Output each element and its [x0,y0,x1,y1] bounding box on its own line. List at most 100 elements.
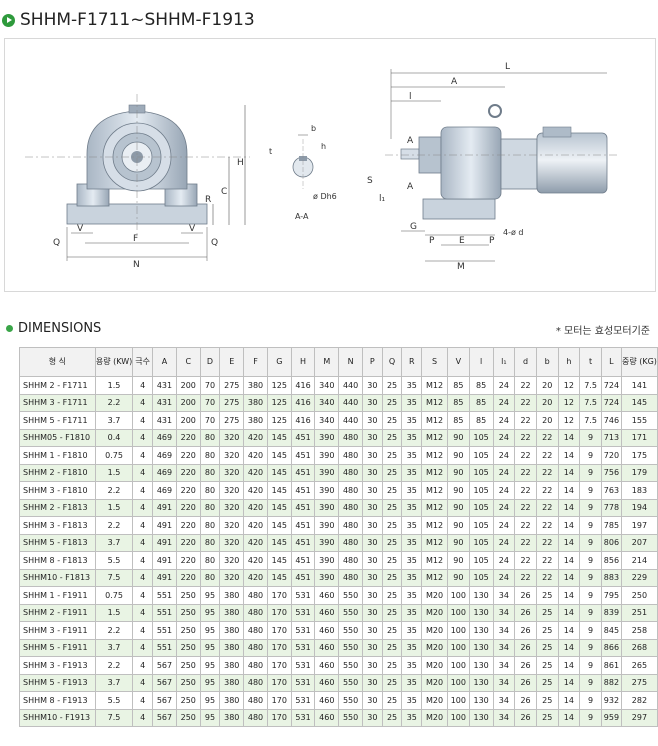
value-cell: 258 [620,621,658,640]
value-cell: 460 [314,638,340,657]
value-cell: 100 [446,586,470,605]
value-cell: M12 [421,533,448,552]
value-cell: 35 [401,481,423,500]
value-cell: 125 [266,376,292,395]
value-cell: 30 [361,551,383,570]
value-cell: 125 [266,393,292,412]
value-cell: 9 [579,708,602,727]
value-cell: 14 [557,568,581,587]
value-cell: 380 [219,673,245,692]
value-cell: 22 [535,446,559,465]
value-cell: 320 [219,551,245,570]
value-cell: 25 [535,691,559,710]
model-cell: SHHM 5 - F1913 [19,673,96,692]
value-cell: 80 [199,498,221,517]
section-label-b: b [311,124,316,133]
model-cell: SHHM 3 - F1913 [19,656,96,675]
dim-label-Q-right: Q [211,238,218,248]
value-cell: 170 [266,638,292,657]
value-cell: 451 [290,428,316,447]
value-cell: 175 [620,446,658,465]
value-cell: 105 [468,463,494,482]
value-cell: 480 [338,446,363,465]
value-cell: 4 [132,708,154,727]
value-cell: 9 [579,603,602,622]
value-cell: 1.5 [94,603,134,622]
value-cell: 90 [446,481,470,500]
side-label-M: M [457,262,465,272]
value-cell: 26 [514,691,537,710]
model-cell: SHHM 8 - F1913 [19,691,96,710]
value-cell: M12 [421,376,448,395]
value-cell: 5.5 [94,551,134,570]
value-cell: M12 [421,568,448,587]
value-cell: 320 [219,428,245,447]
value-cell: 25 [381,411,403,430]
value-cell: 25 [381,481,403,500]
value-cell: 720 [600,446,622,465]
value-cell: 80 [199,446,221,465]
value-cell: 22 [514,551,537,570]
value-cell: 9 [579,568,602,587]
value-cell: 7.5 [94,708,134,727]
column-header: 용량 (KW) [94,347,134,377]
side-label-P-right: P [489,236,495,246]
value-cell: 20 [535,393,559,412]
value-cell: 431 [152,376,177,395]
side-label-A-top: A [451,77,458,87]
value-cell: 551 [152,638,177,657]
value-cell: 100 [446,656,470,675]
dim-label-V-right: V [189,224,196,234]
value-cell: 550 [338,586,363,605]
value-cell: 95 [199,708,221,727]
value-cell: 390 [314,481,340,500]
value-cell: 100 [446,638,470,657]
value-cell: 380 [243,376,268,395]
value-cell: 85 [446,393,470,412]
value-cell: 724 [600,376,622,395]
value-cell: 30 [361,463,383,482]
value-cell: 95 [199,603,221,622]
value-cell: 25 [381,586,403,605]
value-cell: 80 [199,463,221,482]
value-cell: 250 [620,586,658,605]
value-cell: 170 [266,708,292,727]
value-cell: 390 [314,568,340,587]
value-cell: 170 [266,603,292,622]
value-cell: 380 [219,621,245,640]
value-cell: 491 [152,498,177,517]
value-cell: 30 [361,673,383,692]
value-cell: M20 [421,691,448,710]
value-cell: 130 [468,708,494,727]
value-cell: 24 [492,428,516,447]
value-cell: 390 [314,551,340,570]
model-cell: SHHM 2 - F1813 [19,498,96,517]
value-cell: 220 [175,481,201,500]
value-cell: 35 [401,586,423,605]
value-cell: 2.2 [94,621,134,640]
value-cell: 22 [535,516,559,535]
value-cell: 130 [468,586,494,605]
value-cell: 30 [361,621,383,640]
value-cell: 95 [199,621,221,640]
value-cell: 25 [535,621,559,640]
value-cell: 4 [132,393,154,412]
value-cell: 320 [219,481,245,500]
column-header: G [266,347,292,377]
value-cell: 7.5 [579,376,602,395]
value-cell: 460 [314,673,340,692]
value-cell: 567 [152,673,177,692]
value-cell: 480 [338,498,363,517]
value-cell: 14 [557,428,581,447]
model-cell: SHHM10 - F1813 [19,568,96,587]
value-cell: 14 [557,691,581,710]
value-cell: 480 [338,551,363,570]
value-cell: 105 [468,533,494,552]
value-cell: 531 [290,586,316,605]
